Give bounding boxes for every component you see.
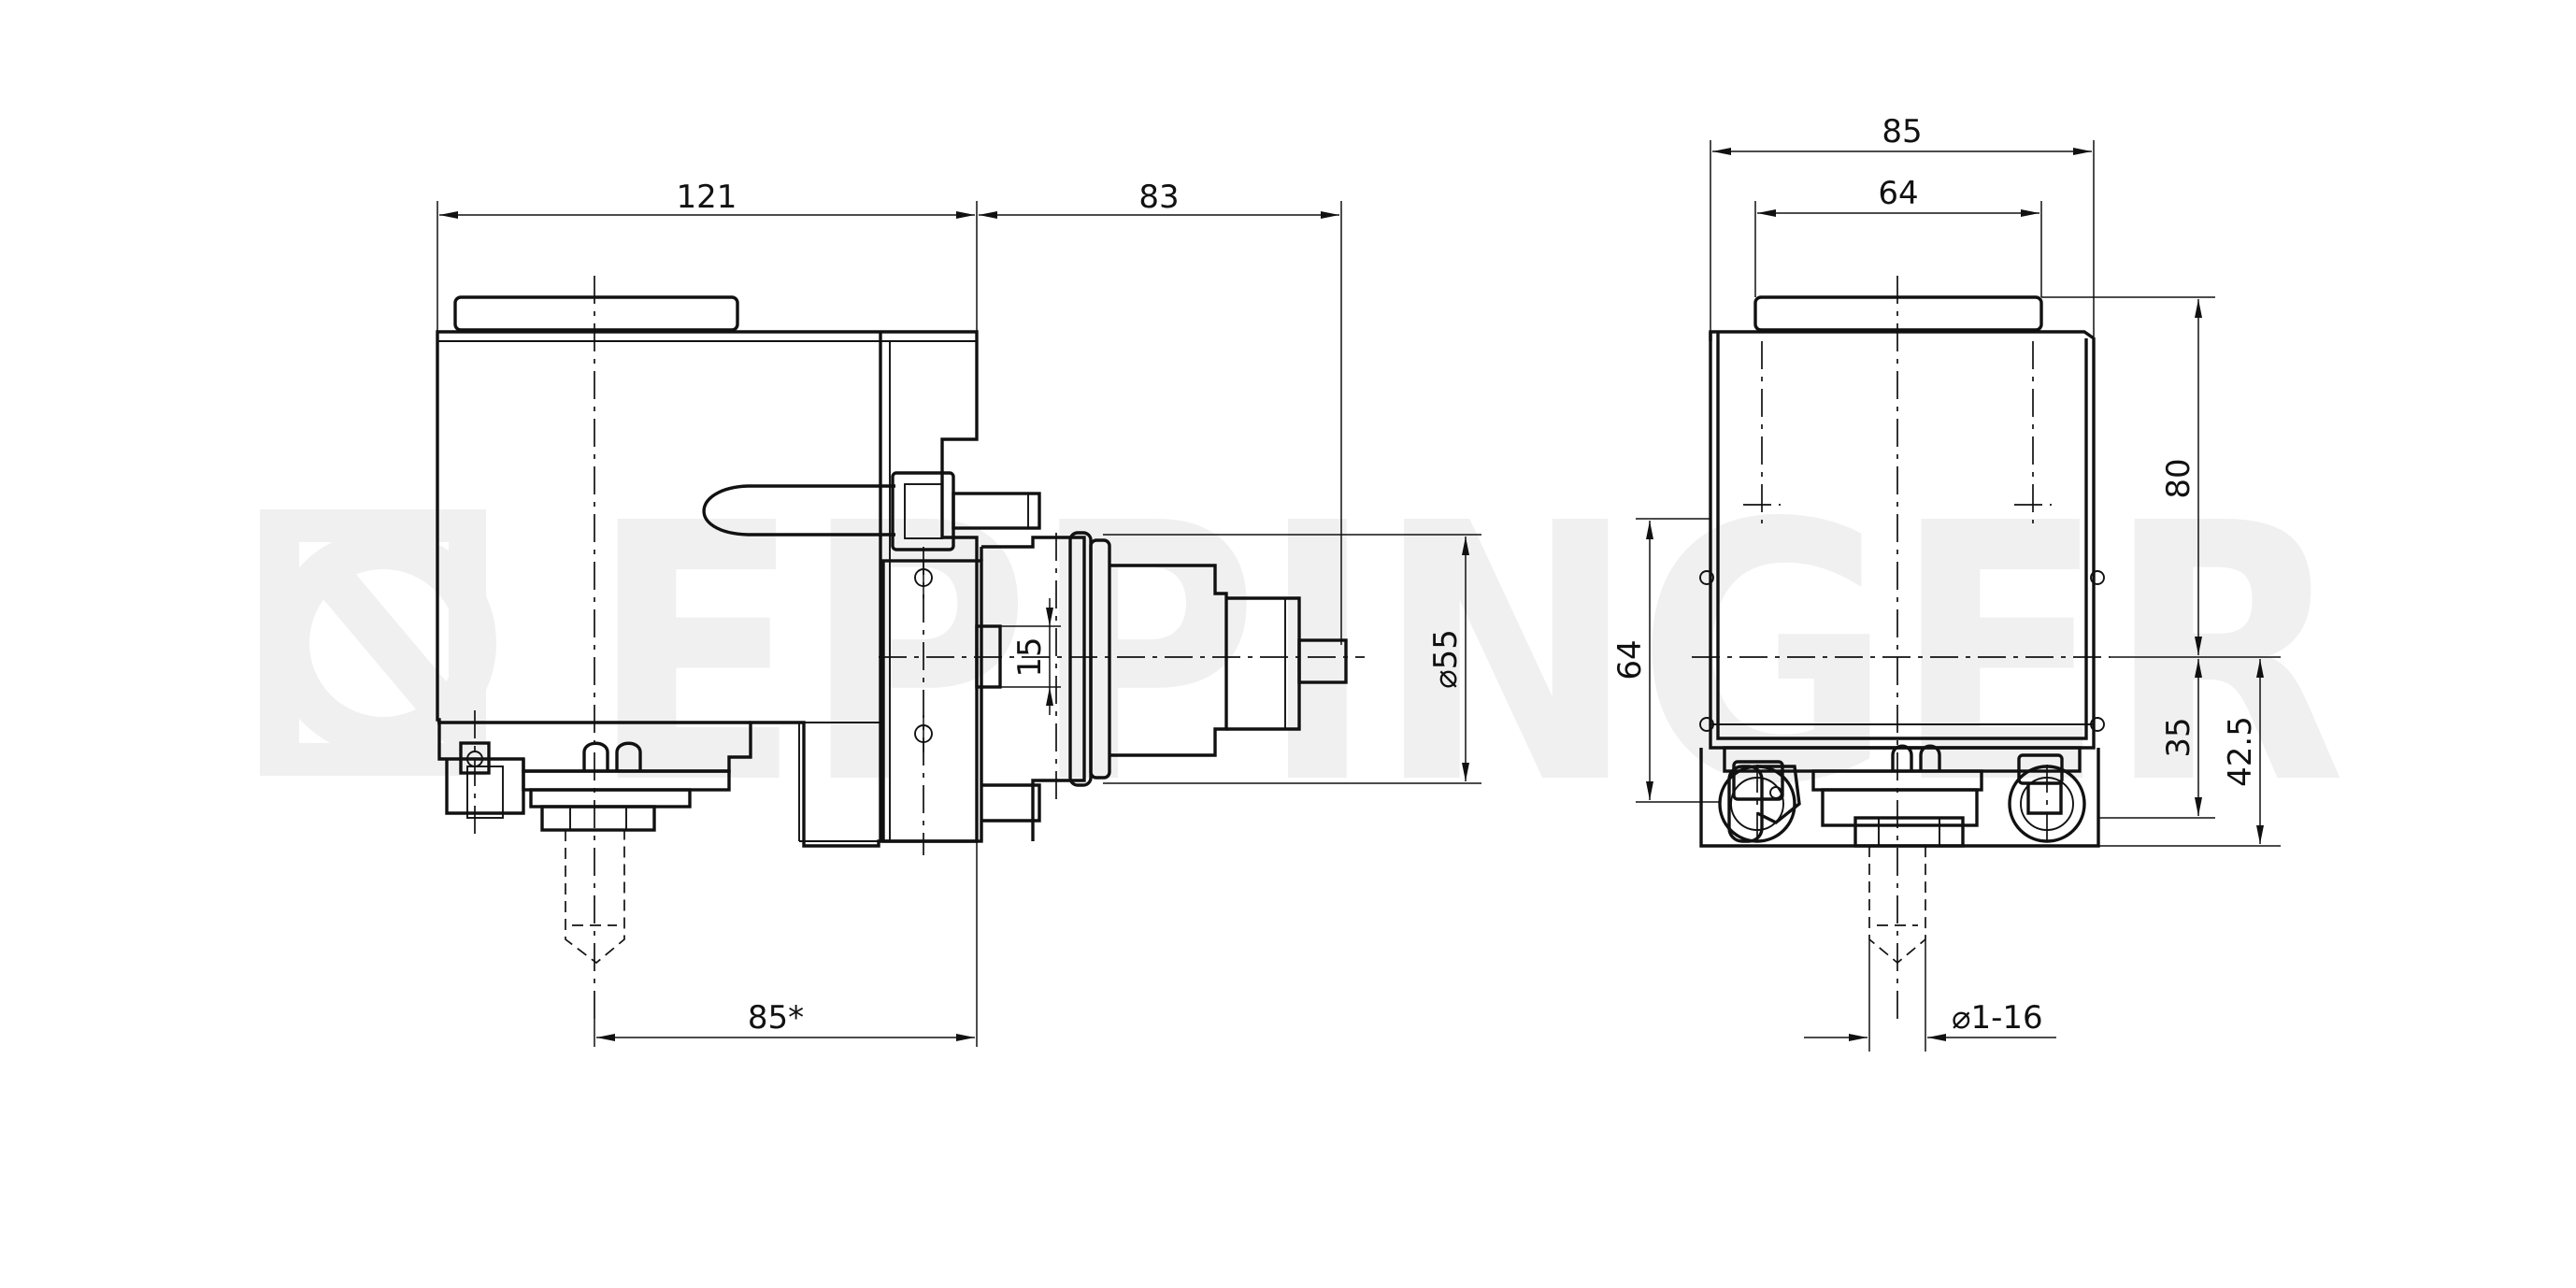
dim-42-5: 42.5	[2222, 716, 2259, 787]
dim-121: 121	[677, 179, 737, 216]
front-view	[1692, 276, 2111, 1019]
side-view-dimensions: 121 83 85* 15 ⌀55	[436, 179, 1481, 1047]
dim-diameter-55: ⌀55	[1427, 629, 1465, 689]
watermark-brand: EPPINGER	[589, 448, 2346, 862]
dim-35: 35	[2160, 717, 2197, 757]
dim-64-height: 64	[1611, 639, 1649, 680]
dim-83: 83	[1138, 179, 1179, 216]
watermark-logo-icon	[260, 509, 496, 776]
dim-64-width: 64	[1878, 175, 1918, 212]
dim-85-star: 85*	[748, 999, 804, 1037]
side-view	[436, 276, 1365, 1019]
dim-collet-range: ⌀1-16	[1952, 999, 2043, 1037]
dim-80: 80	[2160, 458, 2197, 498]
dim-15: 15	[1011, 637, 1049, 677]
front-view-dimensions: 85 64 80 64 35 42.5 ⌀1-16	[1611, 113, 2281, 1052]
dim-85-width: 85	[1882, 113, 1922, 150]
